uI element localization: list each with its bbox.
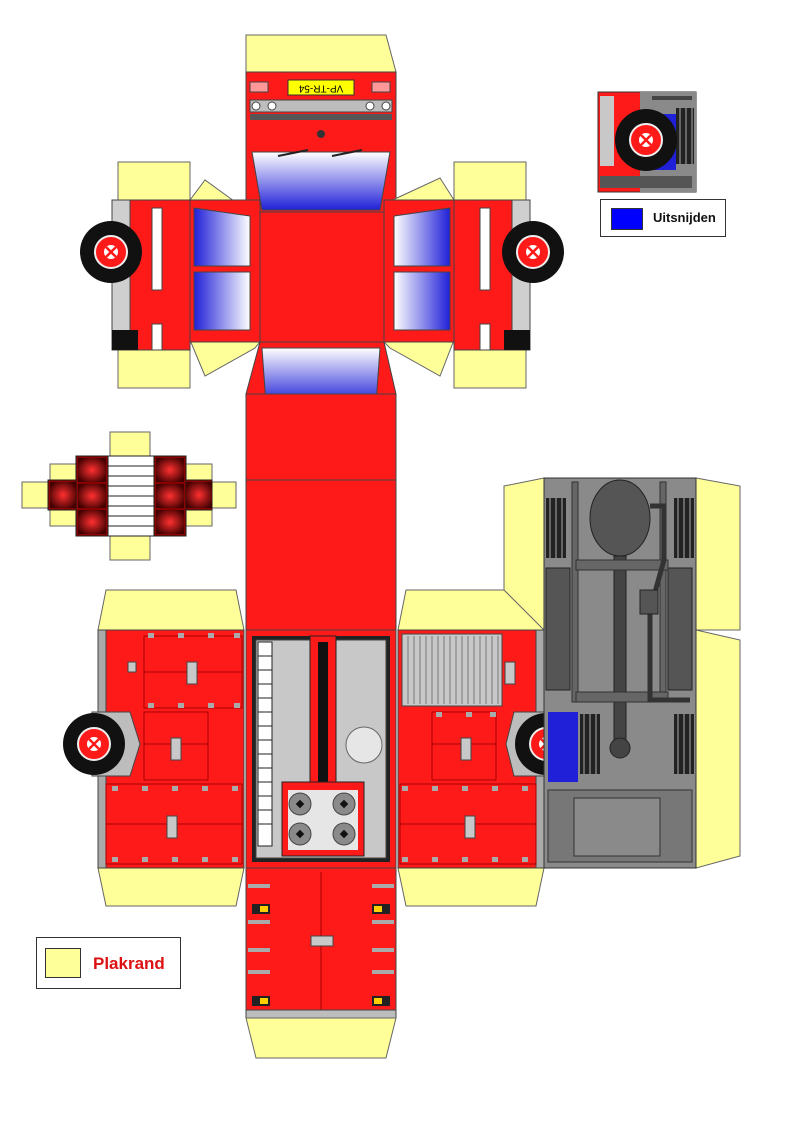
cab-roof (259, 211, 385, 343)
body-roof (245, 629, 397, 869)
left-side-glue-tabs (117, 161, 262, 389)
wheel-icon (502, 221, 564, 283)
body-right-side (397, 589, 551, 907)
glue-tab-swatch (45, 948, 81, 978)
wheel-arch-piece (597, 91, 697, 193)
chassis-frame (571, 481, 667, 703)
license-plate-text: VP-TR-54 (298, 82, 343, 93)
light-bar-piece (21, 431, 237, 561)
cab-front-glue-tab (245, 34, 397, 73)
tail-light-icon (252, 904, 390, 1006)
license-plate: VP-TR-54 (287, 79, 355, 96)
legend-glue-tab: Plakrand (36, 937, 181, 989)
wheel-icon (63, 713, 125, 775)
body-rear-panel (245, 867, 397, 1059)
cut-out-swatch (611, 208, 643, 230)
wheel-icon (615, 109, 677, 171)
body-top-panel (245, 393, 397, 631)
wheel-icon (80, 221, 142, 283)
cut-out-label: Uitsnijden (653, 210, 716, 225)
warning-lamp-icon (50, 458, 212, 534)
chassis-underside (503, 477, 741, 869)
glue-tab-label: Plakrand (93, 954, 165, 973)
cab-right-side (383, 199, 531, 351)
legend-cut-out: Uitsnijden (600, 199, 726, 237)
cab-front-panel: VP-TR-54 (245, 71, 397, 213)
ladder-icon (257, 641, 273, 847)
cab-left-side (111, 199, 261, 351)
windshield (251, 149, 391, 211)
